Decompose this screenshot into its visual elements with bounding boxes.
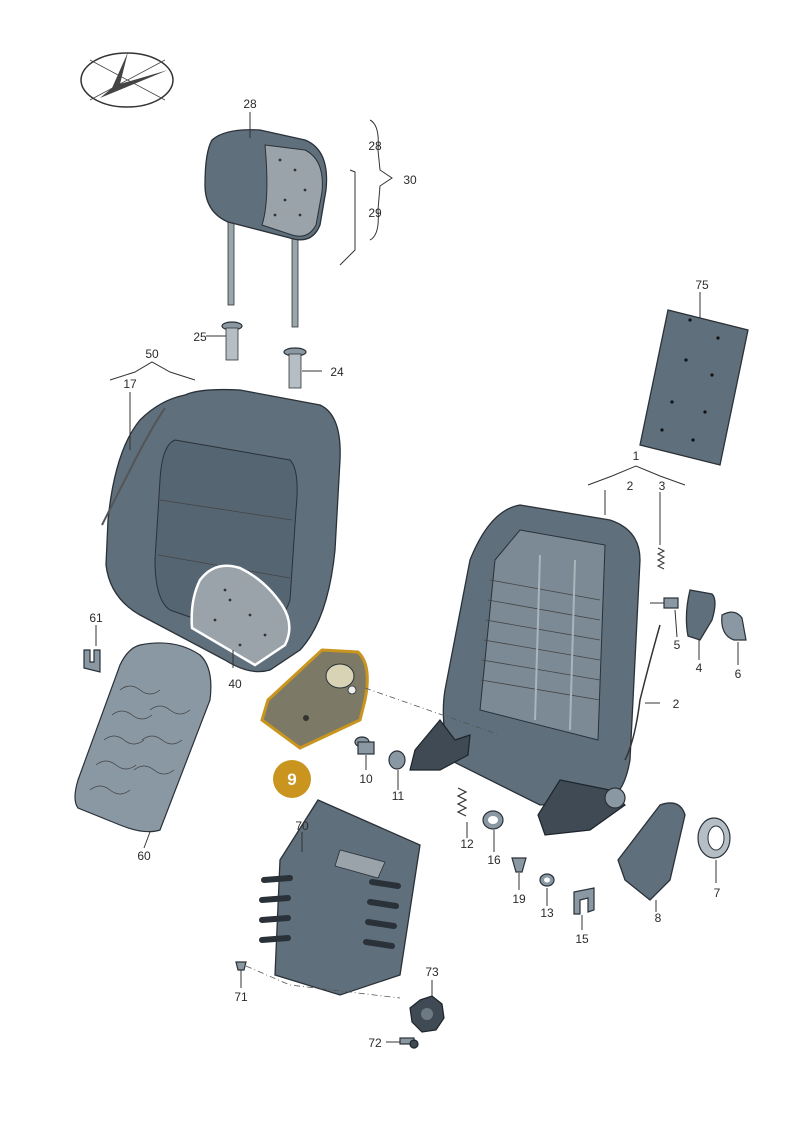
spring-12[interactable] [456, 787, 468, 817]
screw-72[interactable] [399, 1037, 419, 1049]
part-labels: 28 28 30 29 25 24 50 17 40 61 60 75 1 2 … [89, 97, 741, 1050]
nut-11[interactable] [388, 750, 406, 770]
label-71: 71 [234, 990, 248, 1004]
label-30: 30 [403, 173, 417, 187]
clip-15[interactable] [573, 887, 595, 915]
orientation-logo [80, 52, 174, 108]
cable-2[interactable] [624, 624, 661, 761]
side-cover-8[interactable] [617, 802, 686, 901]
label-17: 17 [123, 377, 137, 391]
label-7: 7 [714, 886, 721, 900]
cap-6[interactable] [721, 611, 747, 641]
spring-3[interactable] [656, 547, 666, 570]
wire-17[interactable] [101, 407, 166, 526]
backrest-cover[interactable] [105, 388, 341, 673]
label-8: 8 [655, 911, 662, 925]
clip-61[interactable] [83, 649, 101, 673]
label-19: 19 [512, 892, 526, 906]
label-10: 10 [359, 772, 373, 786]
washer-13[interactable] [539, 873, 555, 887]
label-2-cable: 2 [673, 697, 680, 711]
label-50: 50 [145, 347, 159, 361]
bolt-10[interactable] [354, 736, 375, 755]
seat-pad-60[interactable] [74, 642, 212, 833]
label-13: 13 [540, 906, 554, 920]
ring-7[interactable] [697, 817, 731, 859]
label-75: 75 [695, 278, 709, 292]
label-72: 72 [368, 1036, 382, 1050]
label-61: 61 [89, 611, 103, 625]
label-16: 16 [487, 853, 501, 867]
label-15: 15 [575, 932, 589, 946]
label-73: 73 [425, 965, 439, 979]
highlight-badge: 9 [273, 760, 311, 798]
label-4: 4 [696, 661, 703, 675]
label-11: 11 [392, 789, 405, 803]
bolt-5[interactable] [650, 597, 679, 609]
label-6: 6 [735, 667, 742, 681]
highlighted-part-9[interactable] [260, 648, 369, 750]
label-2-top: 2 [627, 479, 634, 493]
label-29: 29 [368, 206, 382, 220]
handle-4[interactable] [685, 589, 716, 641]
label-1: 1 [633, 449, 640, 463]
seat-pan-frame[interactable] [259, 799, 421, 996]
plate-75[interactable] [639, 309, 749, 466]
label-40: 40 [228, 677, 242, 691]
headrest-guide-25[interactable] [221, 321, 243, 361]
label-25: 25 [193, 330, 207, 344]
label-5: 5 [674, 638, 681, 652]
label-70: 70 [295, 819, 309, 833]
leader-lines [95, 112, 739, 1043]
label-60: 60 [137, 849, 151, 863]
label-12: 12 [460, 837, 474, 851]
highlight-badge-label: 9 [287, 770, 296, 789]
label-28-cover: 28 [368, 139, 382, 153]
backrest-frame[interactable] [409, 504, 641, 836]
label-24: 24 [330, 365, 344, 379]
headrest-guide-24[interactable] [283, 347, 307, 389]
pin-71[interactable] [235, 961, 247, 971]
clip-19[interactable] [511, 857, 527, 873]
headrest[interactable] [204, 129, 328, 328]
label-3: 3 [659, 479, 666, 493]
bushing-16[interactable] [482, 810, 504, 830]
knob-73[interactable] [409, 995, 445, 1033]
label-28-headrest: 28 [243, 97, 257, 111]
